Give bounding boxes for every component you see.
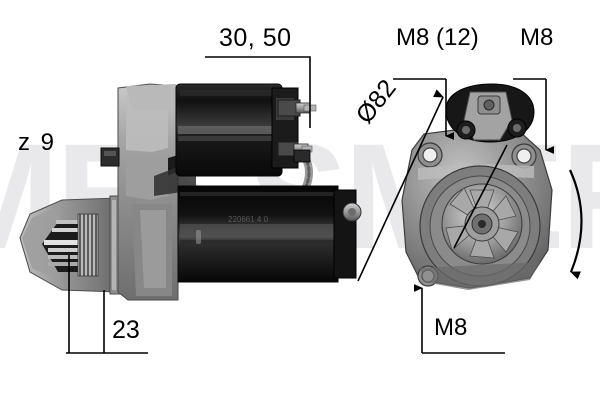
pinion-gear: [44, 213, 99, 277]
rotation-direction-arrow: [568, 169, 583, 280]
solenoid: [175, 83, 317, 214]
mounting-flange-front-view: [401, 83, 553, 290]
label-pinion-dimension: 23: [112, 316, 140, 344]
leader-m8-12: [393, 78, 454, 140]
leader-diameter-82: [357, 89, 444, 282]
label-m8-right: M8: [520, 24, 554, 51]
label-m8-bottom: M8: [434, 314, 468, 341]
leader-terminal-3050: [205, 56, 311, 128]
dimension-23: [66, 255, 148, 354]
flange-bolt-hole-right: [511, 143, 537, 169]
label-m8-12: M8 (12): [396, 24, 479, 51]
label-terminal-3050: 30, 50: [219, 24, 292, 52]
lever-housing: [100, 83, 196, 301]
stamped-code: 220661 4 0: [228, 215, 269, 224]
leader-m8-bottom: [414, 284, 505, 354]
motor-body: 220661 4 0: [177, 185, 362, 283]
leader-flange-centre: [453, 144, 508, 249]
flange-bolt-hole-left: [417, 142, 443, 168]
leader-m8-right: [513, 78, 554, 154]
label-teeth-count: z 9: [18, 129, 57, 156]
